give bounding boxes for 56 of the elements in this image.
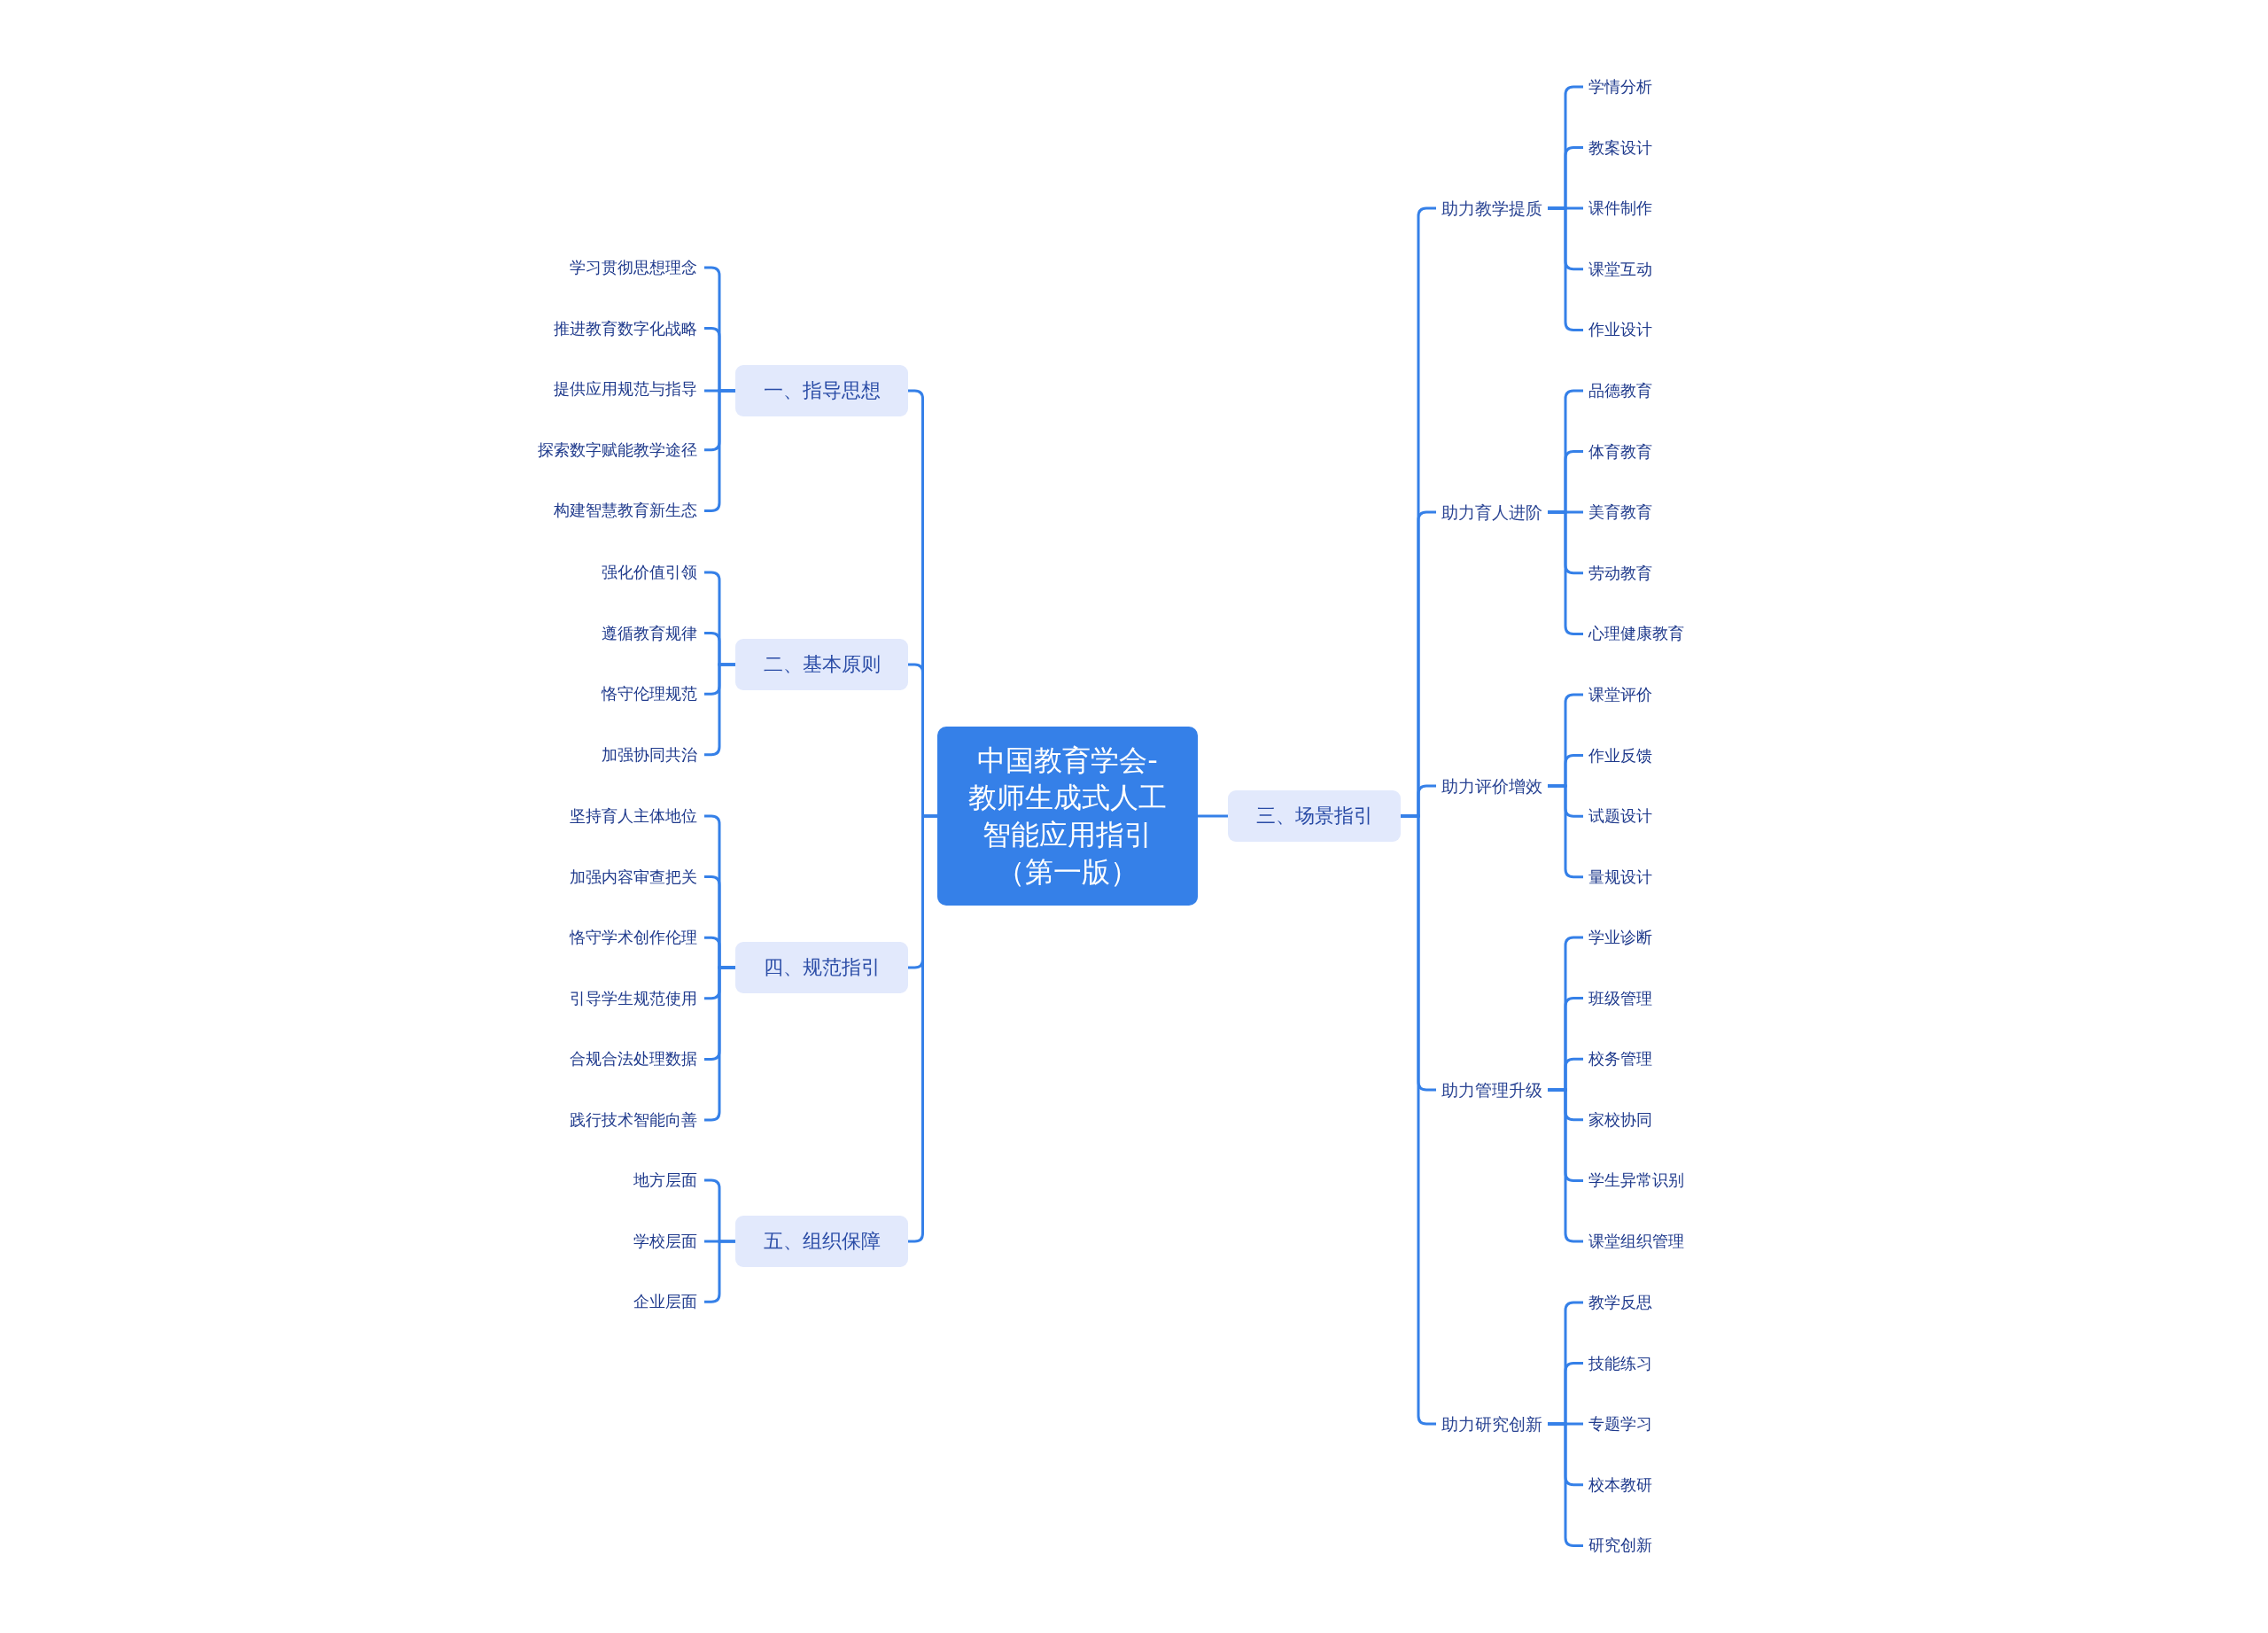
branch-box: 一、指导思想	[735, 365, 908, 416]
branch-box: 三、场景指引	[1228, 790, 1401, 842]
leaf-text: 地方层面	[633, 1170, 697, 1191]
leaf-text: 校务管理	[1588, 1048, 1652, 1070]
leaf-text: 探索数字赋能教学途径	[538, 439, 697, 461]
leaf-text: 恪守学术创作伦理	[570, 927, 697, 949]
branch-box: 四、规范指引	[735, 942, 908, 993]
leaf-text: 校本教研	[1588, 1474, 1652, 1496]
leaf-text: 强化价值引领	[602, 562, 697, 583]
leaf-text: 班级管理	[1588, 987, 1652, 1009]
leaf-text: 量规设计	[1588, 866, 1652, 888]
leaf-text: 试题设计	[1588, 805, 1652, 828]
leaf-text: 学情分析	[1588, 76, 1652, 97]
leaf-text: 推进教育数字化战略	[554, 317, 697, 339]
subtopic-text: 助力育人进阶	[1441, 502, 1542, 523]
leaf-text: 提供应用规范与指导	[554, 378, 697, 400]
leaf-text: 体育教育	[1588, 440, 1652, 463]
leaf-text: 学业诊断	[1588, 927, 1652, 948]
leaf-text: 品德教育	[1588, 380, 1652, 401]
leaf-text: 恪守伦理规范	[602, 683, 697, 705]
leaf-text: 引导学生规范使用	[570, 987, 697, 1009]
leaf-text: 践行技术智能向善	[570, 1109, 697, 1131]
leaf-text: 课堂评价	[1588, 684, 1652, 705]
leaf-text: 家校协同	[1588, 1108, 1652, 1131]
leaf-text: 教学反思	[1588, 1292, 1652, 1313]
leaf-text: 专题学习	[1588, 1413, 1652, 1435]
leaf-text: 教案设计	[1588, 136, 1652, 159]
leaf-text: 构建智慧教育新生态	[554, 500, 697, 522]
leaf-text: 学校层面	[633, 1230, 697, 1252]
leaf-text: 遵循教育规律	[602, 622, 697, 644]
leaf-text: 作业反馈	[1588, 744, 1652, 766]
leaf-text: 课堂组织管理	[1588, 1231, 1684, 1252]
leaf-text: 坚持育人主体地位	[570, 805, 697, 827]
root-topic-box: 中国教育学会-教师生成式人工智能应用指引（第一版）	[937, 727, 1198, 906]
leaf-text: 心理健康教育	[1588, 623, 1684, 645]
subtopic-text: 助力教学提质	[1441, 198, 1542, 219]
leaf-text: 课件制作	[1588, 198, 1652, 220]
leaf-text: 学生异常识别	[1588, 1170, 1684, 1192]
connector-line	[1198, 814, 1228, 818]
subtopic-text: 助力评价增效	[1441, 775, 1542, 797]
subtopic-text: 助力研究创新	[1441, 1413, 1542, 1435]
leaf-text: 作业设计	[1588, 319, 1652, 341]
leaf-text: 加强协同共治	[602, 743, 697, 766]
leaf-text: 研究创新	[1588, 1535, 1652, 1557]
leaf-text: 劳动教育	[1588, 562, 1652, 584]
leaf-text: 加强内容审查把关	[570, 866, 697, 888]
leaf-text: 学习贯彻思想理念	[570, 257, 697, 278]
branch-box: 二、基本原则	[735, 639, 908, 690]
branch-box: 五、组织保障	[735, 1216, 908, 1267]
subtopic-text: 助力管理升级	[1441, 1079, 1542, 1100]
leaf-text: 课堂互动	[1588, 258, 1652, 280]
leaf-text: 技能练习	[1588, 1352, 1652, 1374]
leaf-text: 美育教育	[1588, 502, 1652, 524]
connector-line	[908, 814, 937, 1243]
leaf-text: 企业层面	[633, 1291, 697, 1313]
leaf-text: 合规合法处理数据	[570, 1048, 697, 1070]
